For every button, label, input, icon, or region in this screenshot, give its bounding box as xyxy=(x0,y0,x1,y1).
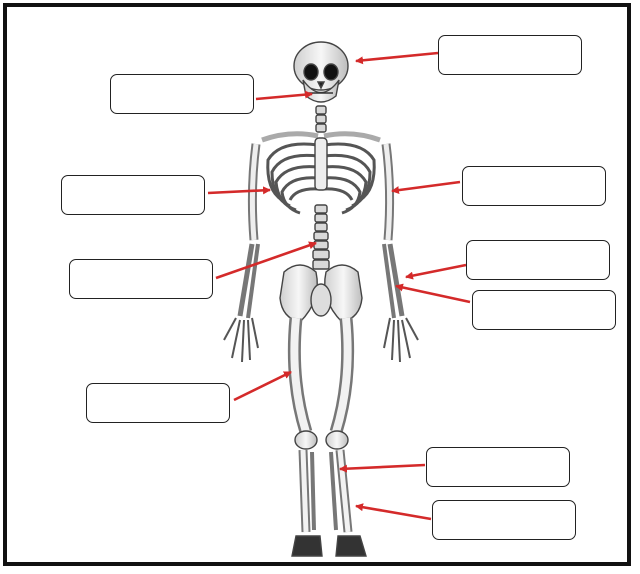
label-box-humerus[interactable] xyxy=(462,166,606,206)
arrow-ulna xyxy=(396,286,470,302)
arrow-fibula xyxy=(356,506,431,519)
left-hand xyxy=(224,318,258,362)
label-box-skull[interactable] xyxy=(438,35,582,75)
label-box-radius[interactable] xyxy=(466,240,610,280)
arrow-mandible xyxy=(256,94,312,99)
skeleton-figure xyxy=(224,42,418,556)
arrow-radius xyxy=(406,265,466,277)
sternum xyxy=(315,138,327,190)
label-box-ribs[interactable] xyxy=(61,175,205,215)
arrow-femur xyxy=(234,372,291,400)
label-box-fibula[interactable] xyxy=(432,500,576,540)
label-box-femur[interactable] xyxy=(86,383,230,423)
arrow-humerus xyxy=(392,182,460,191)
arrow-skull xyxy=(356,53,438,61)
label-box-mandible[interactable] xyxy=(110,74,254,114)
skull-bone xyxy=(294,42,348,102)
arrow-tibia xyxy=(340,465,425,469)
label-box-tibia[interactable] xyxy=(426,447,570,487)
arrow-ribs xyxy=(208,190,270,193)
right-hand xyxy=(384,318,418,362)
label-box-ulna[interactable] xyxy=(472,290,616,330)
pelvis-bone xyxy=(280,265,362,322)
label-box-spine[interactable] xyxy=(69,259,213,299)
